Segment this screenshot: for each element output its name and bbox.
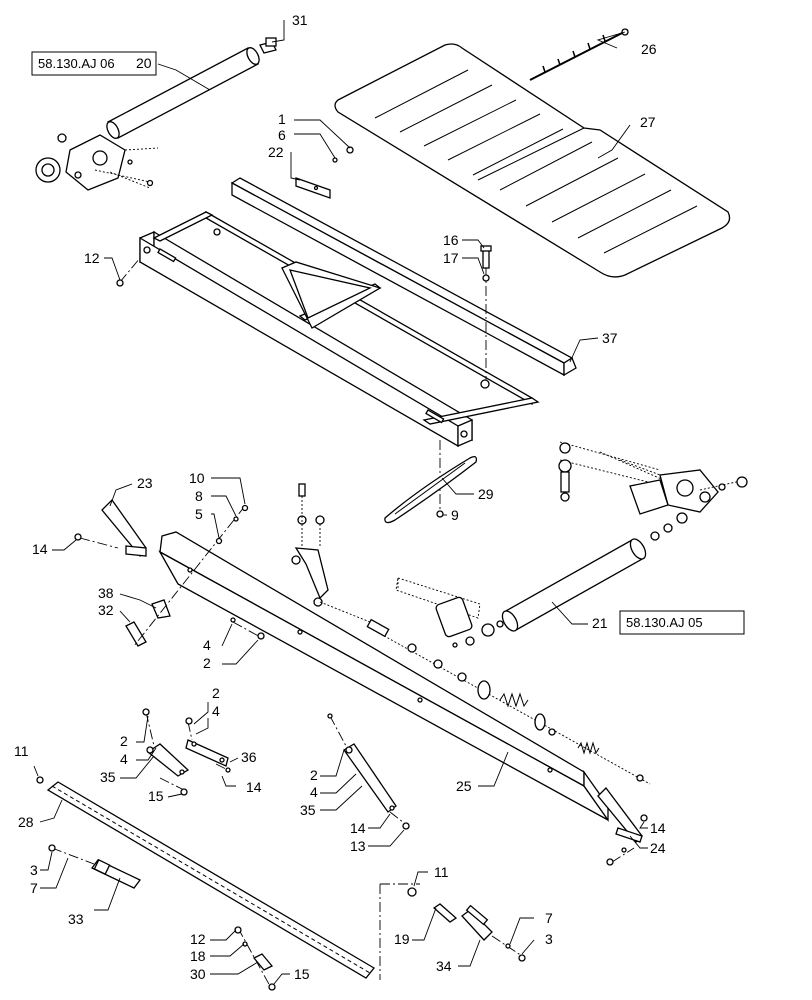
rake-rod [529, 28, 629, 81]
callout-13: 13 [350, 838, 366, 854]
drive-chain-assembly [291, 483, 651, 785]
callout-7-right: 7 [545, 910, 553, 926]
callout-33: 33 [68, 911, 84, 927]
callout-4-b: 4 [212, 703, 220, 719]
link-36 [185, 739, 229, 767]
callout-5: 5 [195, 506, 203, 522]
callout-35-right: 35 [300, 802, 316, 818]
drive-assembly [35, 133, 159, 191]
spring [499, 692, 529, 708]
link-35-right [343, 743, 397, 813]
callout-9: 9 [451, 507, 459, 523]
callout-4-c: 4 [120, 751, 128, 767]
bracket-32 [125, 621, 147, 647]
upper-roller [106, 37, 277, 139]
callout-22: 22 [268, 144, 284, 160]
callout-14-left: 14 [32, 541, 48, 557]
callout-labels: 31 20 26 27 1 6 22 12 16 17 37 10 8 5 23… [14, 12, 666, 982]
callout-3-right: 3 [545, 931, 553, 947]
bracket-22 [295, 177, 331, 199]
washer-6 [332, 157, 338, 163]
right-drive-arm [558, 441, 748, 515]
callout-2-c: 2 [120, 733, 128, 749]
bolt-12-top [116, 279, 124, 287]
bolt-1 [346, 146, 354, 154]
callout-14-center: 14 [350, 820, 366, 836]
callout-37: 37 [602, 330, 618, 346]
bracket-24 [597, 787, 643, 843]
pin-19 [432, 903, 458, 923]
callout-8: 8 [195, 488, 203, 504]
callout-32: 32 [98, 602, 114, 618]
bracket-23 [101, 498, 147, 558]
callout-23: 23 [137, 475, 153, 491]
callout-21: 21 [592, 615, 608, 631]
long-flat-bar [158, 531, 609, 823]
callout-24: 24 [650, 840, 666, 856]
reference-box-top[interactable]: 58.130.AJ 06 [31, 51, 157, 76]
callout-15-mid: 15 [148, 788, 164, 804]
callout-2-a: 2 [203, 655, 211, 671]
callout-28: 28 [18, 814, 34, 830]
clip-30 [252, 953, 274, 971]
callout-7-left: 7 [30, 880, 38, 896]
callout-14-mid: 14 [246, 779, 262, 795]
callout-6: 6 [278, 127, 286, 143]
callout-35-left: 35 [100, 769, 116, 785]
lower-roller [496, 512, 688, 632]
callout-11-left: 11 [14, 743, 29, 759]
callout-17: 17 [443, 250, 459, 266]
callout-14-right: 14 [650, 820, 666, 836]
bolt-16 [480, 245, 492, 269]
leader-lines [33, 20, 648, 985]
callout-12-top: 12 [84, 250, 100, 266]
callout-29: 29 [478, 486, 494, 502]
callout-26: 26 [641, 41, 657, 57]
reference-box-right[interactable]: 58.130.AJ 05 [619, 610, 745, 635]
bracket-38 [151, 599, 171, 619]
callout-2-d: 2 [310, 767, 318, 783]
main-frame [139, 177, 577, 448]
callout-31: 31 [292, 12, 308, 28]
callout-12-bottom: 12 [190, 931, 206, 947]
callout-1: 1 [278, 111, 286, 127]
callout-16: 16 [443, 232, 459, 248]
callout-34: 34 [436, 958, 452, 974]
callout-15-bottom: 15 [294, 966, 310, 982]
callout-11-right: 11 [434, 864, 449, 880]
callout-25: 25 [456, 778, 472, 794]
callout-4-a: 4 [203, 637, 211, 653]
reference-label: 58.130.AJ 05 [626, 615, 703, 630]
nut-9 [436, 510, 444, 518]
link-34 [461, 904, 493, 941]
callout-10: 10 [189, 470, 205, 486]
ribbed-panel [334, 43, 731, 278]
roller-chain [36, 776, 375, 979]
callout-19: 19 [394, 931, 410, 947]
callout-4-d: 4 [310, 784, 318, 800]
wiper-blade [384, 456, 478, 524]
reference-label: 58.130.AJ 06 [38, 56, 115, 71]
callout-27: 27 [640, 114, 656, 130]
callout-36: 36 [241, 749, 257, 765]
washer-17 [482, 274, 490, 282]
link-35-left [146, 743, 190, 777]
link-33 [91, 859, 141, 889]
callout-3-left: 3 [30, 862, 38, 878]
callout-18: 18 [190, 948, 206, 964]
callout-38: 38 [98, 585, 114, 601]
callout-2-b: 2 [212, 685, 220, 701]
callout-30: 30 [190, 966, 206, 982]
callout-20: 20 [136, 55, 152, 71]
